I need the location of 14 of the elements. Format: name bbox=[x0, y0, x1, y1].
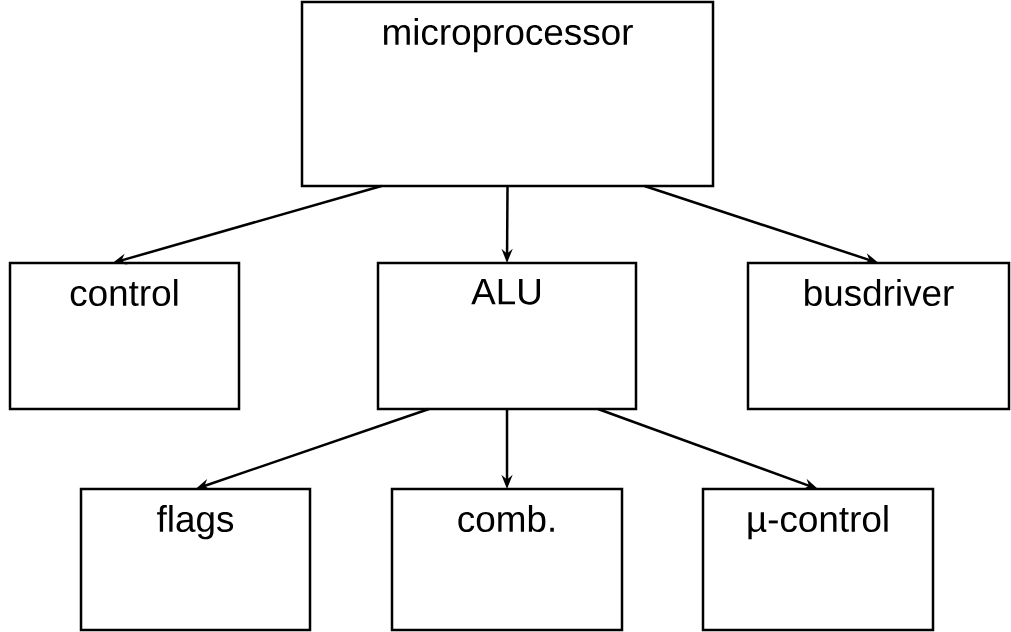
box-label: microprocessor bbox=[384, 18, 633, 53]
box-label: µ-control bbox=[748, 505, 888, 540]
box-label: comb. bbox=[458, 505, 554, 533]
box-label: control bbox=[70, 279, 178, 307]
process-box bbox=[8, 261, 241, 411]
process-box bbox=[746, 261, 1011, 411]
process-box bbox=[300, 0, 715, 188]
process-box bbox=[701, 487, 935, 632]
box-label: ALU bbox=[471, 279, 540, 305]
process-box bbox=[390, 487, 624, 632]
box-label: flags bbox=[157, 505, 234, 540]
process-box bbox=[376, 261, 638, 411]
box-label: busdriver bbox=[805, 279, 954, 307]
process-box bbox=[79, 487, 312, 632]
